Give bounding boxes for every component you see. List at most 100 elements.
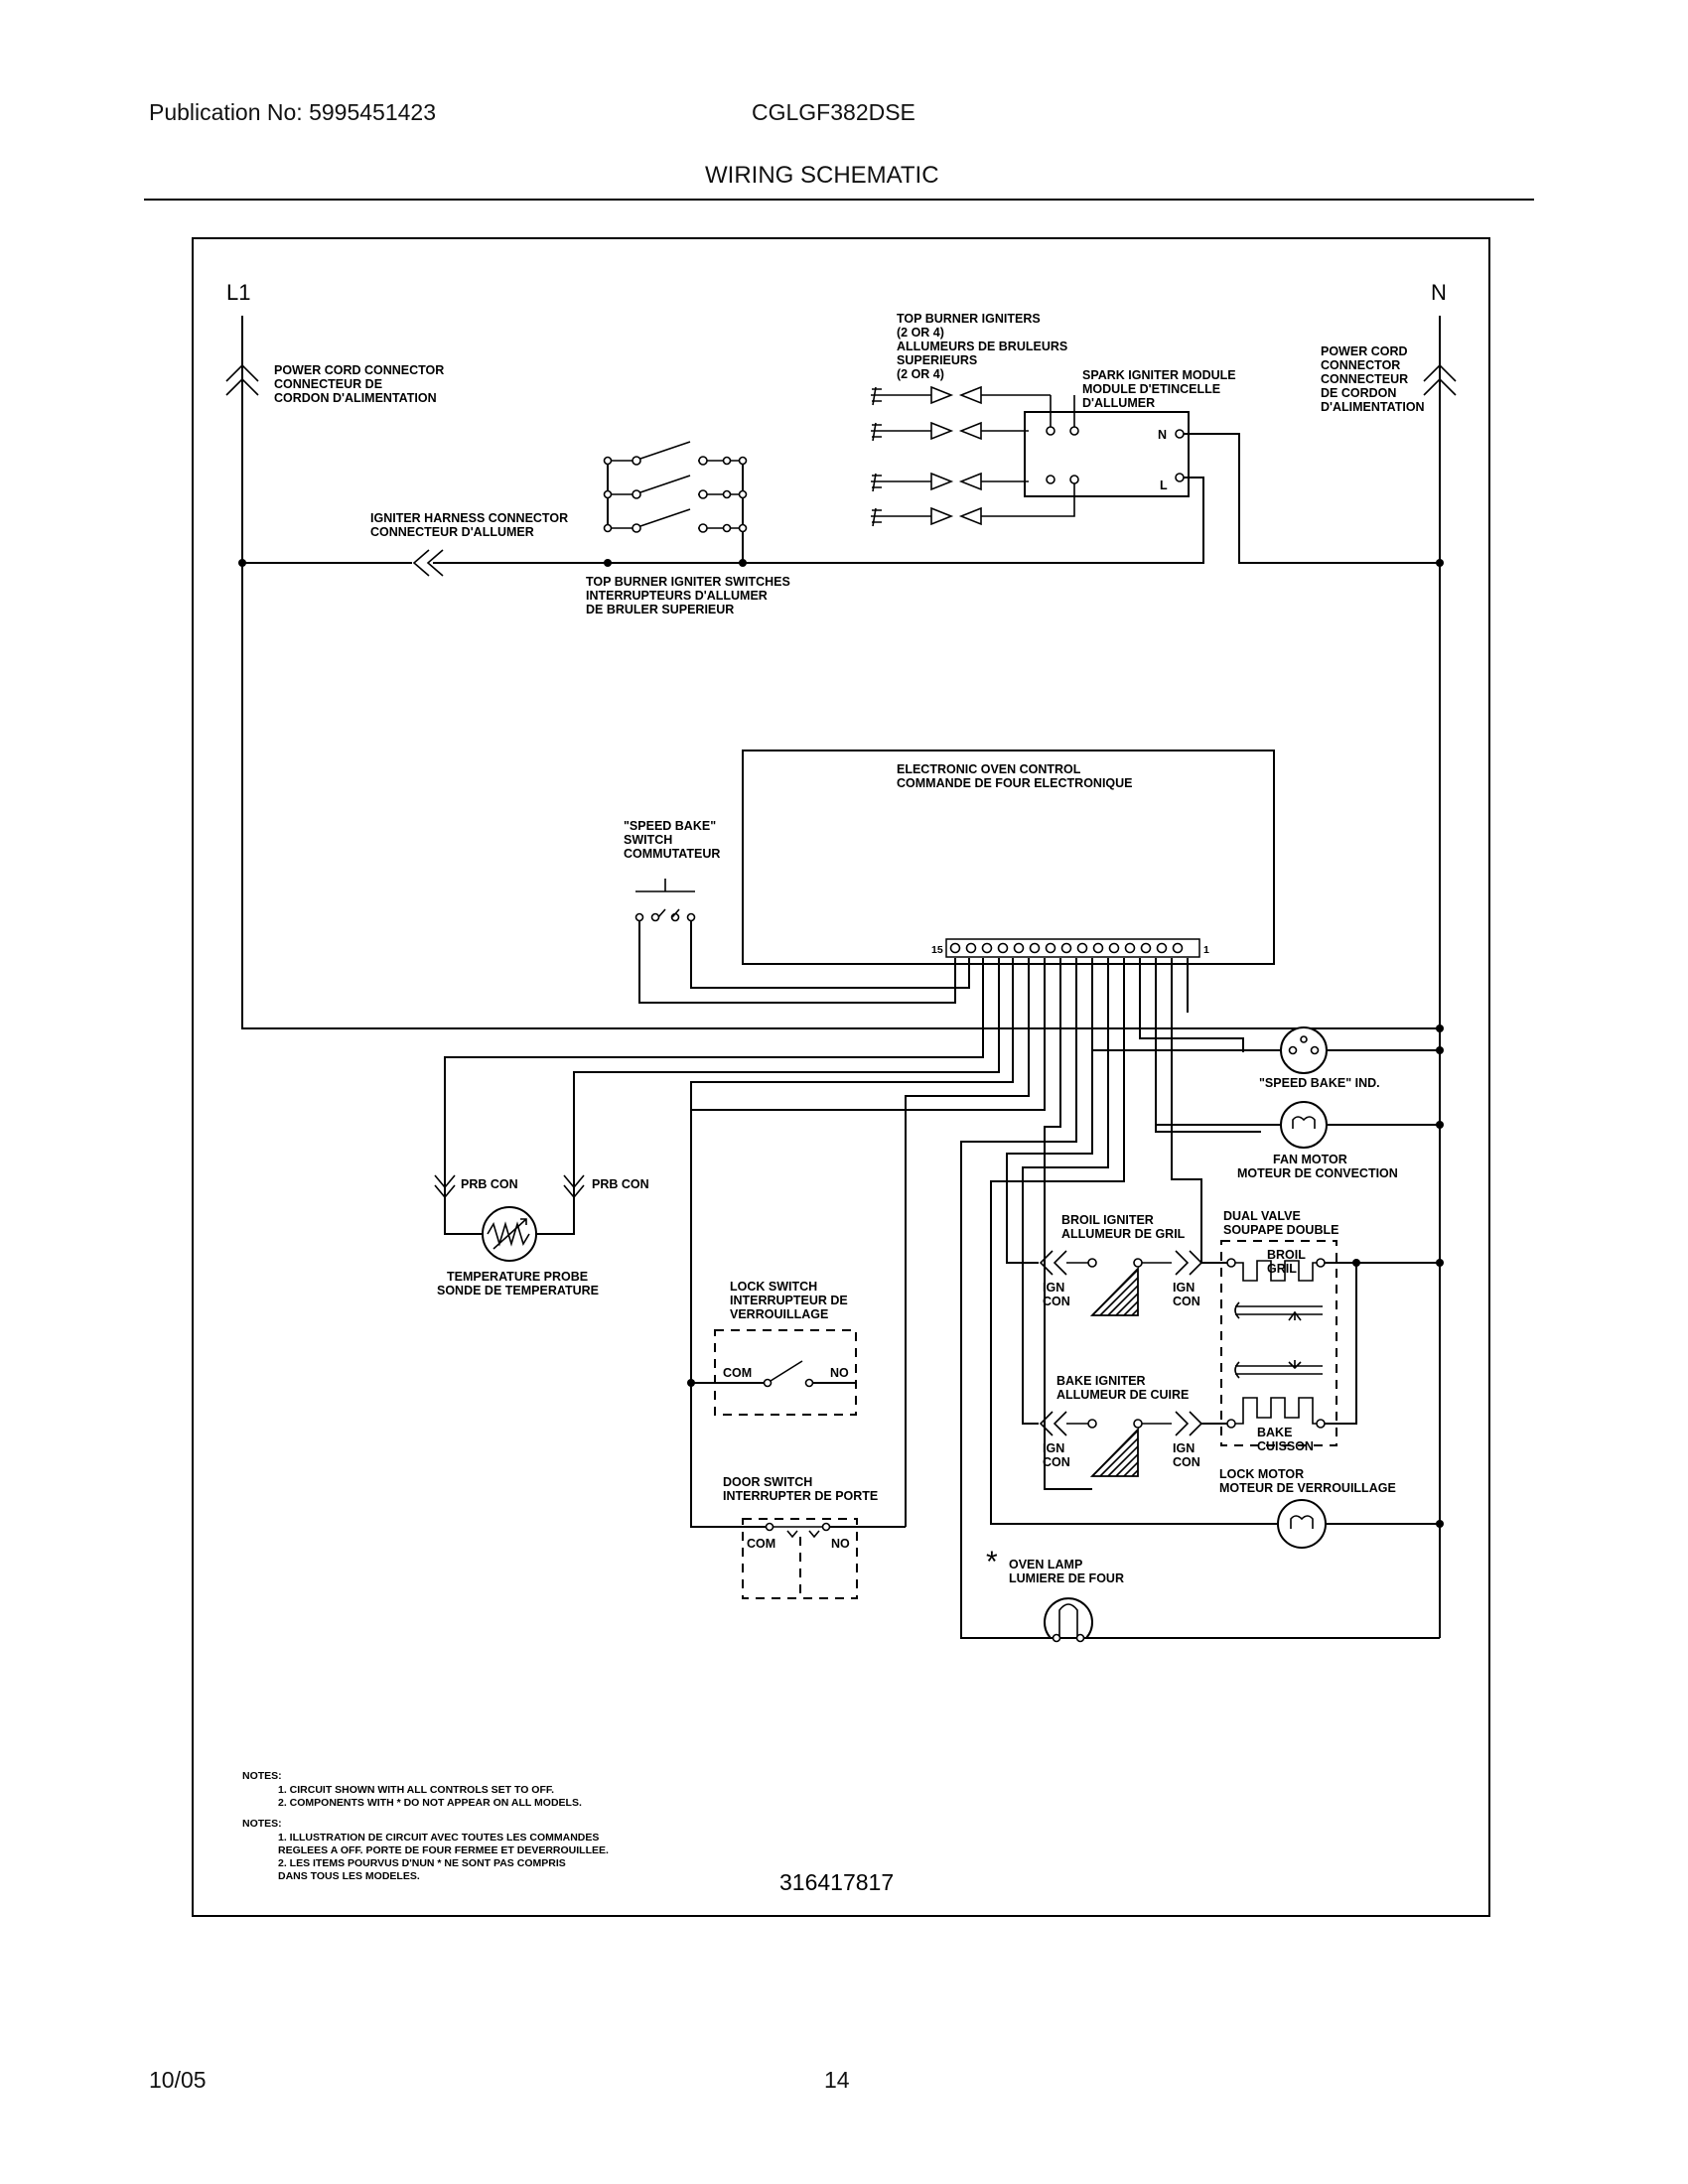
door-switch-no: NO	[831, 1537, 850, 1551]
n-label: N	[1431, 280, 1447, 305]
svg-text:BROIL: BROIL	[1267, 1248, 1306, 1262]
components-asterisk: *	[986, 1546, 998, 1578]
svg-text:LUMIERE DE FOUR: LUMIERE DE FOUR	[1009, 1571, 1124, 1585]
svg-text:2. COMPONENTS WITH * DO NOT A: 2. COMPONENTS WITH * DO NOT APPEAR ON AL…	[278, 1797, 582, 1809]
spark-module-neutral-wire	[1184, 433, 1440, 564]
lock-switch-no: NO	[830, 1366, 849, 1380]
schematic-frame	[192, 237, 1490, 1917]
svg-text:DOOR SWITCH: DOOR SWITCH	[723, 1475, 812, 1489]
oven-control-pins	[949, 942, 1184, 954]
control-pin	[997, 942, 1009, 954]
svg-text:BAKE IGNITER: BAKE IGNITER	[1056, 1374, 1146, 1388]
svg-text:SPARK IGNITER MODULE: SPARK IGNITER MODULE	[1082, 368, 1236, 382]
lock-switch: COM NO LOCK SWITCH INTERRUPTEUR DE VERRO…	[687, 1280, 857, 1416]
prb-con-left: PRB CON	[461, 1177, 518, 1191]
lock-motor: LOCK MOTOR MOTEUR DE VERROUILLAGE	[991, 1467, 1444, 1549]
header-rule	[144, 199, 1534, 201]
svg-text:INTERRUPTER DE PORTE: INTERRUPTER DE PORTE	[723, 1489, 878, 1503]
speed-bake-switch-label: "SPEED BAKE" SWITCH COMMUTATEUR	[624, 819, 720, 861]
svg-text:D'ALLUMER: D'ALLUMER	[1082, 396, 1155, 410]
publication-number: Publication No: 5995451423	[149, 99, 437, 125]
control-pin	[1156, 942, 1168, 954]
l1-label: L1	[226, 280, 250, 305]
svg-text:IGNITER HARNESS CONNECTOR: IGNITER HARNESS CONNECTOR	[370, 511, 568, 525]
prb-con-right: PRB CON	[592, 1177, 649, 1191]
broil-igniter: BROIL IGNITER ALLUMEUR DE GRIL IGN CON I…	[1007, 1213, 1227, 1316]
speed-bake-switch	[634, 879, 970, 1004]
svg-text:POWER CORD: POWER CORD	[1321, 344, 1408, 358]
power-cord-connector-left-label: POWER CORD CONNECTOR CONNECTEUR DE CORDO…	[274, 363, 444, 405]
svg-text:ALLUMEUR DE GRIL: ALLUMEUR DE GRIL	[1061, 1227, 1186, 1241]
dual-valve: DUAL VALVE SOUPAPE DOUBLE BROIL GRIL BAK…	[1220, 1209, 1444, 1453]
svg-text:CONNECTEUR: CONNECTEUR	[1321, 372, 1408, 386]
svg-text:ALLUMEUR DE CUIRE: ALLUMEUR DE CUIRE	[1056, 1388, 1189, 1402]
svg-text:D'ALIMENTATION: D'ALIMENTATION	[1321, 400, 1425, 414]
svg-text:1. CIRCUIT SHOWN WITH ALL CON: 1. CIRCUIT SHOWN WITH ALL CONTROLS SET T…	[278, 1784, 554, 1796]
control-pin	[965, 942, 977, 954]
neutral-line	[1423, 316, 1457, 1638]
svg-text:CON: CON	[1173, 1455, 1200, 1469]
control-pin	[1108, 942, 1120, 954]
svg-text:SOUPAPE DOUBLE: SOUPAPE DOUBLE	[1223, 1223, 1338, 1237]
control-pin	[1172, 942, 1184, 954]
notes: NOTES: 1. CIRCUIT SHOWN WITH ALL CONTROL…	[242, 1770, 609, 1882]
bake-ign-con-left: IGN	[1043, 1441, 1064, 1455]
control-pin	[981, 942, 993, 954]
svg-text:(2 OR 4): (2 OR 4)	[897, 326, 944, 340]
door-switch-com: COM	[747, 1537, 775, 1551]
svg-text:DUAL VALVE: DUAL VALVE	[1223, 1209, 1301, 1223]
oven-lamp: * OVEN LAMP LUMIERE DE FOUR	[961, 1546, 1440, 1643]
svg-text:REGLEES A OFF. PORTE DE FOUR: REGLEES A OFF. PORTE DE FOUR FERMEE ET D…	[278, 1844, 609, 1856]
svg-text:1. ILLUSTRATION DE CIRCUIT AV: 1. ILLUSTRATION DE CIRCUIT AVEC TOUTES L…	[278, 1832, 599, 1843]
temperature-probe: PRB CON PRB CON TEMPERATURE PROBE SONDE …	[434, 1174, 649, 1297]
svg-text:GRIL: GRIL	[1267, 1262, 1297, 1276]
bake-igniter: BAKE IGNITER ALLUMEUR DE CUIRE IGN CON I…	[1023, 1374, 1227, 1477]
svg-text:COMMANDE DE FOUR ELECTRONIQUE: COMMANDE DE FOUR ELECTRONIQUE	[897, 776, 1133, 790]
svg-text:"SPEED BAKE": "SPEED BAKE"	[624, 819, 716, 833]
top-burner-switches-label: TOP BURNER IGNITER SWITCHES INTERRUPTEUR…	[586, 575, 790, 616]
svg-text:DE CORDON: DE CORDON	[1321, 386, 1396, 400]
svg-text:BROIL IGNITER: BROIL IGNITER	[1061, 1213, 1154, 1227]
control-pin	[1092, 942, 1104, 954]
control-pin	[1124, 942, 1136, 954]
power-cord-connector-right-label: POWER CORD CONNECTOR CONNECTEUR DE CORDO…	[1321, 344, 1425, 414]
svg-text:SUPERIEURS: SUPERIEURS	[897, 353, 977, 367]
control-pin	[1140, 942, 1152, 954]
svg-text:TOP BURNER IGNITERS: TOP BURNER IGNITERS	[897, 312, 1041, 326]
svg-text:CORDON D'ALIMENTATION: CORDON D'ALIMENTATION	[274, 391, 437, 405]
top-burner-igniters-label: TOP BURNER IGNITERS (2 OR 4) ALLUMEURS D…	[897, 312, 1067, 381]
svg-text:ELECTRONIC OVEN CONTROL: ELECTRONIC OVEN CONTROL	[897, 762, 1081, 776]
svg-text:CONNECTEUR DE: CONNECTEUR DE	[274, 377, 382, 391]
svg-text:TOP BURNER IGNITER SWITCHES: TOP BURNER IGNITER SWITCHES	[586, 575, 790, 589]
svg-text:BAKE: BAKE	[1257, 1426, 1292, 1439]
svg-text:INTERRUPTEURS D'ALLUMER: INTERRUPTEURS D'ALLUMER	[586, 589, 768, 603]
svg-text:NOTES:: NOTES:	[242, 1818, 282, 1830]
door-switch: COM NO DOOR SWITCH INTERRUPTER DE PORTE	[690, 1383, 906, 1599]
svg-text:MOTEUR DE VERROUILLAGE: MOTEUR DE VERROUILLAGE	[1219, 1481, 1396, 1495]
svg-text:CONNECTOR: CONNECTOR	[1321, 358, 1400, 372]
control-pin	[1029, 942, 1041, 954]
electronic-oven-control: ELECTRONIC OVEN CONTROL COMMANDE DE FOUR…	[742, 750, 1275, 965]
spark-n-terminal: N	[1158, 428, 1167, 442]
fan-motor: FAN MOTOR MOTEUR DE CONVECTION	[1155, 958, 1444, 1180]
broil-ign-con-left: IGN	[1043, 1281, 1064, 1295]
svg-text:SONDE DE TEMPERATURE: SONDE DE TEMPERATURE	[437, 1284, 599, 1297]
svg-text:2. LES ITEMS POURVUS D'NUN *: 2. LES ITEMS POURVUS D'NUN * NE SONT PAS…	[278, 1857, 566, 1869]
svg-text:FAN MOTOR: FAN MOTOR	[1273, 1153, 1347, 1166]
svg-text:(2 OR 4): (2 OR 4)	[897, 367, 944, 381]
schematic-part-number: 316417817	[779, 1869, 894, 1895]
svg-text:INTERRUPTEUR DE: INTERRUPTEUR DE	[730, 1294, 848, 1307]
broil-ign-con-right: IGN	[1173, 1281, 1195, 1295]
svg-text:CON: CON	[1173, 1295, 1200, 1308]
bake-ign-con-right: IGN	[1173, 1441, 1195, 1455]
spark-module-label: SPARK IGNITER MODULE MODULE D'ETINCELLE …	[1082, 368, 1236, 410]
footer-page-number: 14	[824, 2067, 850, 2093]
control-pin	[1060, 942, 1072, 954]
top-burner-igniters	[871, 385, 1075, 527]
spark-l-terminal: L	[1160, 478, 1168, 492]
control-pin	[1013, 942, 1025, 954]
svg-text:MOTEUR DE CONVECTION: MOTEUR DE CONVECTION	[1237, 1166, 1398, 1180]
page-title: WIRING SCHEMATIC	[705, 162, 939, 189]
igniter-harness-label: IGNITER HARNESS CONNECTOR CONNECTEUR D'A…	[370, 511, 568, 539]
